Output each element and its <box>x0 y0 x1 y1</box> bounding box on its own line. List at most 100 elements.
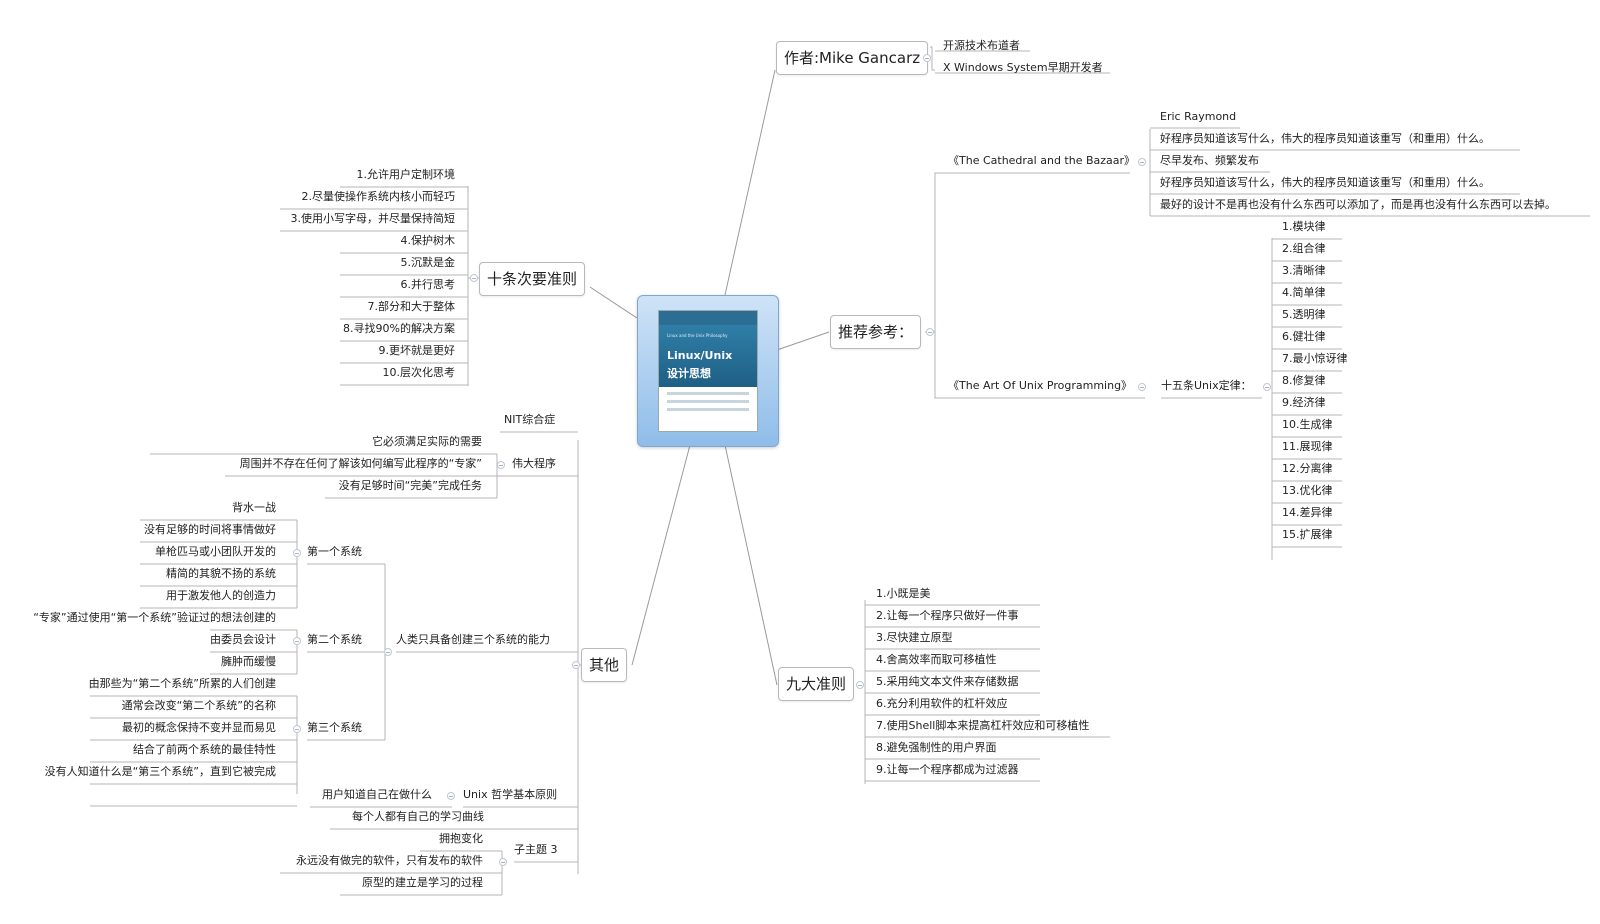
third-system-item[interactable]: 没有人知道什么是“第三个系统”，直到它被完成 <box>44 765 276 778</box>
second-system-item[interactable]: “专家”通过使用“第一个系统”验证过的想法创建的 <box>33 611 276 624</box>
ten-rule-item[interactable]: 7.部分和大于整体 <box>367 300 456 313</box>
third-system-item[interactable]: 由那些为“第二个系统”所累的人们创建 <box>88 677 276 690</box>
collapse-toggle-icon[interactable] <box>499 858 507 866</box>
subtopic-3-item[interactable]: 永远没有做完的软件，只有发布的软件 <box>296 854 483 867</box>
subtopic-3-item[interactable]: 拥抱变化 <box>439 832 483 845</box>
second-system-item[interactable]: 臃肿而缓慢 <box>221 655 276 668</box>
first-system-item[interactable]: 精简的其貌不扬的系统 <box>166 567 276 580</box>
cathedral-item[interactable]: 尽早发布、频繁发布 <box>1160 154 1259 167</box>
great-program-item[interactable]: 它必须满足实际的需要 <box>372 435 482 448</box>
unix-rule-item[interactable]: 9.经济律 <box>1282 396 1326 409</box>
nine-rule-item[interactable]: 2.让每一个程序只做好一件事 <box>876 609 1019 622</box>
first-system-item[interactable]: 单枪匹马或小团队开发的 <box>155 545 276 558</box>
nine-rule-item[interactable]: 9.让每一个程序都成为过滤器 <box>876 763 1019 776</box>
cathedral-item[interactable]: 好程序员知道该写什么，伟大的程序员知道该重写（和重用）什么。 <box>1160 132 1490 145</box>
other-three-systems[interactable]: 人类只具备创建三个系统的能力 <box>396 633 550 646</box>
great-program-item[interactable]: 没有足够时间“完美”完成任务 <box>338 479 482 492</box>
unix-rule-item[interactable]: 5.透明律 <box>1282 308 1326 321</box>
connector <box>589 286 638 319</box>
other-unix-principles[interactable]: Unix 哲学基本原则 <box>463 788 558 801</box>
cathedral-item[interactable]: 好程序员知道该写什么，伟大的程序员知道该重写（和重用）什么。 <box>1160 176 1490 189</box>
unix-rules-label[interactable]: 十五条Unix定律： <box>1161 379 1252 392</box>
collapse-toggle-icon[interactable] <box>926 328 934 336</box>
unix-rule-item[interactable]: 12.分离律 <box>1282 462 1333 475</box>
unix-rule-item[interactable]: 8.修复律 <box>1282 374 1326 387</box>
system-third[interactable]: 第三个系统 <box>307 721 362 734</box>
great-program-item[interactable]: 周围并不存在任何了解该如何编写此程序的“专家” <box>239 457 482 470</box>
topic-references[interactable]: 推荐参考： <box>830 315 922 349</box>
author-item[interactable]: 开源技术布道者 <box>943 39 1020 52</box>
connector <box>776 331 830 351</box>
other-great-program[interactable]: 伟大程序 <box>512 457 556 470</box>
first-system-item[interactable]: 没有足够的时间将事情做好 <box>144 523 276 536</box>
unix-rule-item[interactable]: 7.最小惊讶律 <box>1282 352 1348 365</box>
unix-rule-item[interactable]: 4.简单律 <box>1282 286 1326 299</box>
collapse-toggle-icon[interactable] <box>1138 383 1146 391</box>
ten-rule-item[interactable]: 3.使用小写字母，并尽量保持简短 <box>290 212 456 225</box>
ten-rule-item[interactable]: 6.并行思考 <box>400 278 456 291</box>
unix-rule-item[interactable]: 6.健壮律 <box>1282 330 1326 343</box>
ten-rule-item[interactable]: 9.更坏就是更好 <box>378 344 456 357</box>
collapse-toggle-icon[interactable] <box>1138 158 1146 166</box>
other-nit[interactable]: NIT综合症 <box>504 413 556 426</box>
connector <box>724 69 776 296</box>
collapse-toggle-icon[interactable] <box>856 681 864 689</box>
third-system-item[interactable]: 最初的概念保持不变并显而易见 <box>122 721 276 734</box>
subtopic-3-item[interactable]: 原型的建立是学习的过程 <box>362 876 483 889</box>
unix-rule-item[interactable]: 14.差异律 <box>1282 506 1333 519</box>
ten-rule-item[interactable]: 8.寻找90%的解决方案 <box>343 322 455 335</box>
collapse-toggle-icon[interactable] <box>384 648 392 656</box>
unix-rule-item[interactable]: 13.优化律 <box>1282 484 1333 497</box>
cover-subtitle: Linux and the Unix Philosophy <box>667 333 728 338</box>
connector <box>930 46 935 71</box>
ref-cathedral[interactable]: 《The Cathedral and the Bazaar》 <box>948 154 1136 167</box>
nine-rule-item[interactable]: 7.使用Shell脚本来提高杠杆效应和可移植性 <box>876 719 1090 732</box>
unix-rule-item[interactable]: 3.清晰律 <box>1282 264 1326 277</box>
system-second[interactable]: 第二个系统 <box>307 633 362 646</box>
nine-rule-item[interactable]: 4.舍高效率而取可移植性 <box>876 653 997 666</box>
second-system-item[interactable]: 由委员会设计 <box>210 633 276 646</box>
connector <box>934 332 948 399</box>
topic-nine-rules[interactable]: 九大准则 <box>778 667 855 701</box>
unix-rule-item[interactable]: 10.生成律 <box>1282 418 1333 431</box>
collapse-toggle-icon[interactable] <box>1263 383 1271 391</box>
unix-principle-item[interactable]: 用户知道自己在做什么 <box>322 788 432 801</box>
ten-rule-item[interactable]: 2.尽量使操作系统内核小而轻巧 <box>301 190 456 203</box>
collapse-toggle-icon[interactable] <box>293 725 301 733</box>
nine-rule-item[interactable]: 3.尽快建立原型 <box>876 631 953 644</box>
ten-rule-item[interactable]: 5.沉默是金 <box>400 256 456 269</box>
third-system-item[interactable]: 结合了前两个系统的最佳特性 <box>133 743 276 756</box>
ten-rule-item[interactable]: 10.层次化思考 <box>382 366 456 379</box>
first-system-item[interactable]: 用于激发他人的创造力 <box>166 589 276 602</box>
other-learning-curve[interactable]: 每个人都有自己的学习曲线 <box>352 810 484 823</box>
collapse-toggle-icon[interactable] <box>293 637 301 645</box>
nine-rule-item[interactable]: 6.充分利用软件的杠杆效应 <box>876 697 1008 710</box>
topic-ten-rules[interactable]: 十条次要准则 <box>479 262 586 296</box>
collapse-toggle-icon[interactable] <box>447 792 455 800</box>
collapse-toggle-icon[interactable] <box>293 549 301 557</box>
collapse-toggle-icon[interactable] <box>923 54 931 62</box>
collapse-toggle-icon[interactable] <box>497 461 505 469</box>
ref-art-of-unix[interactable]: 《The Art Of Unix Programming》 <box>948 379 1133 392</box>
ten-rule-item[interactable]: 1.允许用户定制环境 <box>356 168 456 181</box>
collapse-toggle-icon[interactable] <box>572 661 580 669</box>
unix-rule-item[interactable]: 1.模块律 <box>1282 220 1326 233</box>
topic-author[interactable]: 作者:Mike Gancarz <box>776 41 929 75</box>
system-first[interactable]: 第一个系统 <box>307 545 362 558</box>
central-topic[interactable]: Linux and the Unix Philosophy Linux/Unix… <box>637 295 779 447</box>
nine-rule-item[interactable]: 5.采用纯文本文件来存储数据 <box>876 675 1019 688</box>
collapse-toggle-icon[interactable] <box>470 274 478 282</box>
ten-rule-item[interactable]: 4.保护树木 <box>400 234 456 247</box>
first-system-item[interactable]: 背水一战 <box>232 501 276 514</box>
author-item[interactable]: X Windows System早期开发者 <box>943 61 1103 74</box>
cathedral-item[interactable]: 最好的设计不是再也没有什么东西可以添加了，而是再也没有什么东西可以去掉。 <box>1160 198 1556 211</box>
third-system-item[interactable]: 通常会改变“第二个系统”的名称 <box>121 699 276 712</box>
unix-rule-item[interactable]: 11.展现律 <box>1282 440 1333 453</box>
other-subtopic-3[interactable]: 子主题 3 <box>514 843 558 856</box>
unix-rule-item[interactable]: 2.组合律 <box>1282 242 1326 255</box>
nine-rule-item[interactable]: 1.小既是美 <box>876 587 931 600</box>
nine-rule-item[interactable]: 8.避免强制性的用户界面 <box>876 741 997 754</box>
unix-rule-item[interactable]: 15.扩展律 <box>1282 528 1333 541</box>
topic-other[interactable]: 其他 <box>581 648 628 682</box>
cathedral-item[interactable]: Eric Raymond <box>1160 110 1237 123</box>
